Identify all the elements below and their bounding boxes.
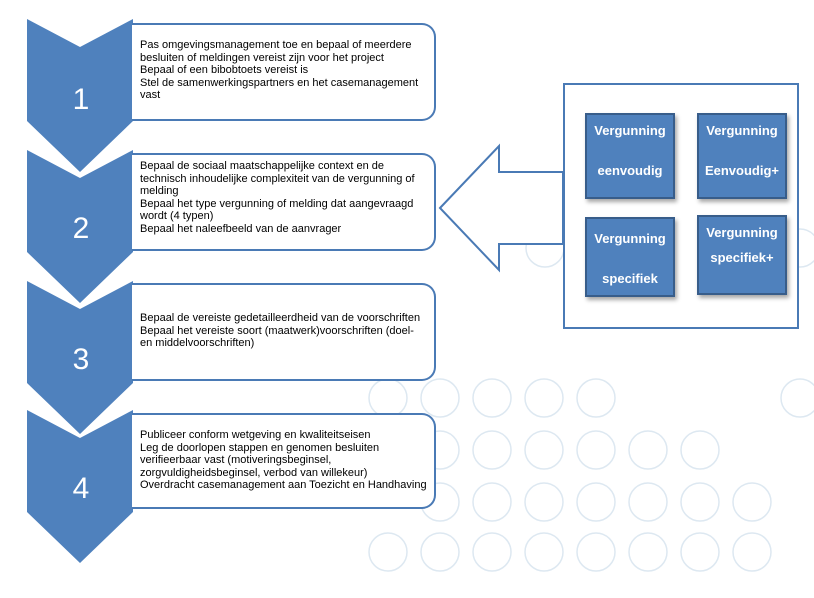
type-label-line1: Vergunning [594, 231, 666, 246]
step-4-line: Leg de doorlopen stappen en genomen besl… [140, 441, 380, 454]
background-circle [472, 430, 512, 470]
step-1-line: besluiten of meldingen vereist zijn voor… [140, 51, 384, 64]
step-4-number: 4 [72, 472, 90, 505]
step-2-line: melding [140, 185, 179, 197]
step-3-line: Bepaal de vereiste gedetailleerdheid van… [140, 312, 421, 324]
type-label-line1: Vergunning [706, 225, 778, 240]
step-2-line: Bepaal de sociaal maatschappelijke conte… [140, 160, 384, 172]
step-2-line: Bepaal het naleefbeeld van de aanvrager [140, 222, 342, 235]
background-circle [472, 482, 512, 522]
background-circle [576, 378, 616, 418]
step-1-box: Pas omgevingsmanagement toe en bepaal of… [132, 23, 436, 121]
type-label-line2: specifiek+ [710, 250, 774, 265]
step-1-line: Stel de samenwerkingspartners en het cas… [140, 76, 419, 89]
background-circle [472, 532, 512, 572]
vergunning-types-panel: Vergunning eenvoudig Vergunning Eenvoudi… [563, 83, 799, 329]
step-3-number: 3 [72, 343, 90, 376]
background-circle [680, 430, 720, 470]
type-box-eenvoudig-plus: Vergunning Eenvoudig+ [697, 113, 787, 199]
step-2-line: Bepaal het type vergunning of melding da… [140, 197, 414, 210]
background-circle [524, 532, 564, 572]
step-4-box: Publiceer conform wetgeving en kwaliteit… [132, 413, 436, 509]
background-circle [576, 430, 616, 470]
type-box-eenvoudig: Vergunning eenvoudig [585, 113, 675, 199]
background-circle [732, 532, 772, 572]
background-circle [628, 430, 668, 470]
background-circle [524, 482, 564, 522]
chevron-step-1 [27, 19, 133, 172]
background-circle [628, 532, 668, 572]
type-box-specifiek: Vergunning specifiek [585, 217, 675, 297]
type-label-line1: Vergunning [594, 123, 666, 138]
type-box-specifiek-plus: Vergunning specifiek+ [697, 215, 787, 295]
step-4-line: Overdracht casemanagement aan Toezicht e… [140, 479, 427, 491]
type-label-line2: specifiek [602, 271, 658, 286]
step-4-line: Publiceer conform wetgeving en kwaliteit… [140, 429, 371, 441]
step-1-number: 1 [72, 83, 90, 116]
step-3-line: en middelvoorschriften) [140, 337, 255, 349]
left-arrow-icon [438, 143, 564, 273]
step-4-line: zorgvuldigheidsbeginsel, verbod van will… [140, 466, 368, 479]
background-circle [680, 482, 720, 522]
background-circle [420, 378, 460, 418]
type-label-line2: Eenvoudig+ [704, 163, 780, 178]
step-2-line: technisch inhoudelijke complexiteit van … [140, 172, 415, 185]
step-4-line: verifieerbaar vast (motiveringsbeginsel, [140, 454, 332, 466]
step-3-line: Bepaal het vereiste soort (maatwerk)voor… [140, 324, 414, 337]
background-circle [472, 378, 512, 418]
background-circle [680, 532, 720, 572]
step-1-line: Pas omgevingsmanagement toe en bepaal of… [140, 39, 412, 51]
background-circle [368, 532, 408, 572]
chevron-step-2 [27, 150, 133, 303]
chevron-step-4 [27, 410, 133, 563]
background-circle [576, 532, 616, 572]
step-2-box: Bepaal de sociaal maatschappelijke conte… [132, 153, 436, 251]
step-1-line: Bepaal of een bibobtoets vereist is [140, 64, 309, 76]
background-circle [524, 378, 564, 418]
type-label-line1: Vergunning [706, 123, 778, 138]
background-circle [732, 482, 772, 522]
background-circle [780, 378, 814, 418]
type-label-line2: eenvoudig [597, 163, 663, 178]
background-circle [576, 482, 616, 522]
background-circle [628, 482, 668, 522]
chevron-step-3 [27, 281, 133, 434]
step-2-number: 2 [72, 212, 90, 245]
step-2-line: wordt (4 typen) [140, 210, 214, 222]
step-1-line: vast [140, 89, 161, 101]
background-circle [420, 532, 460, 572]
background-circle [524, 430, 564, 470]
step-3-box: Bepaal de vereiste gedetailleerdheid van… [132, 283, 436, 381]
